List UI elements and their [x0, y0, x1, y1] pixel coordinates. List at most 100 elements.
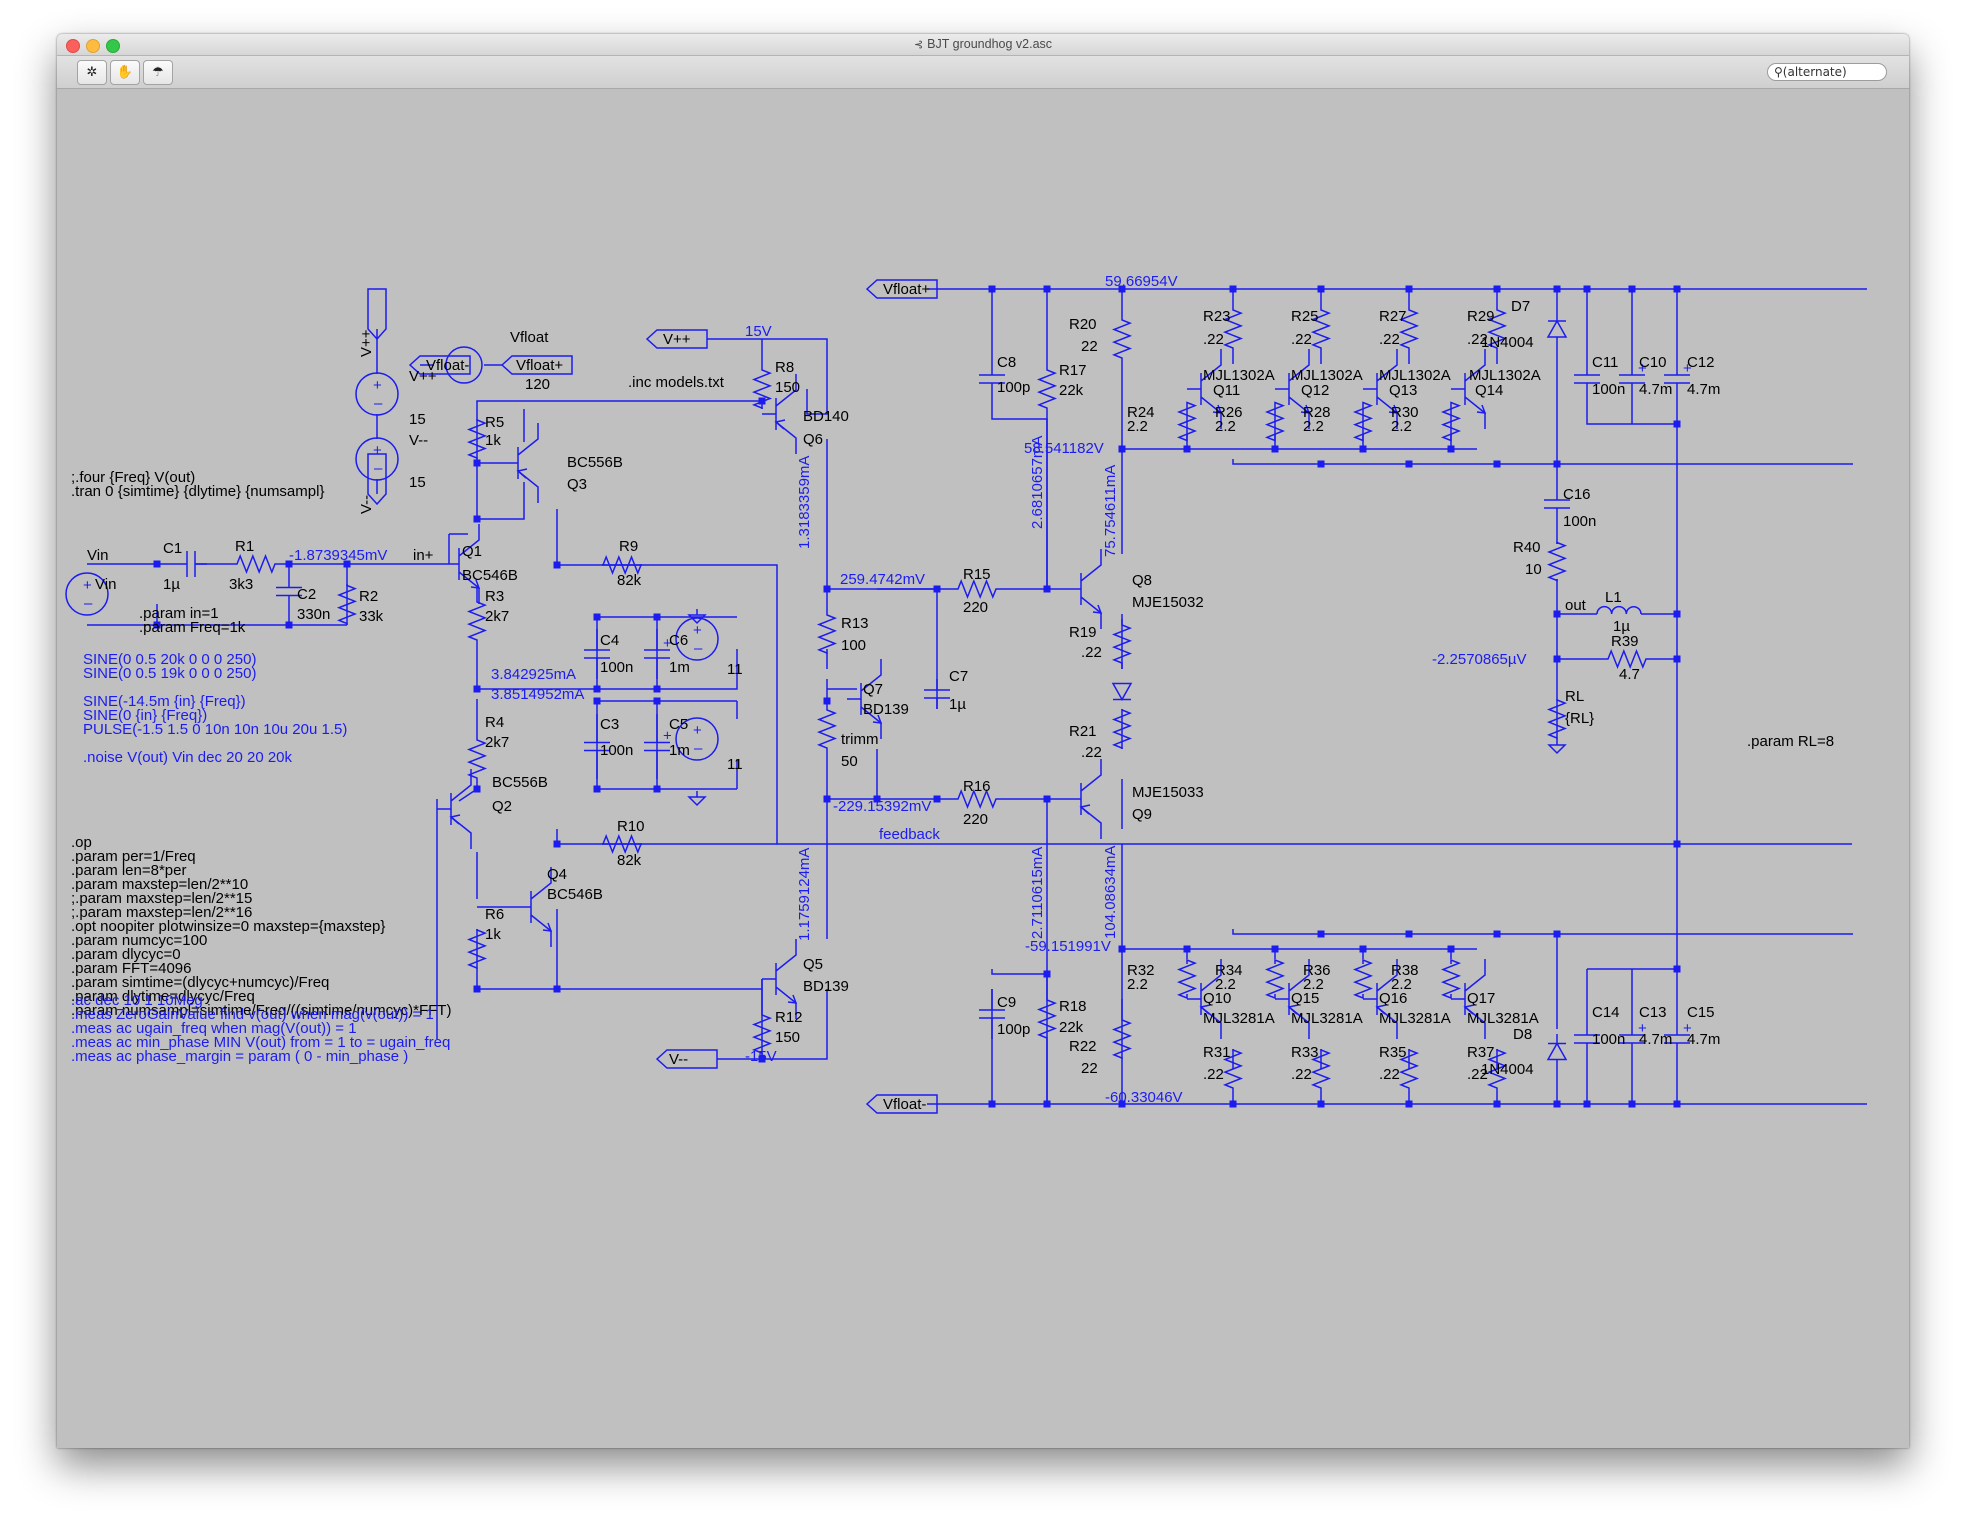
resistor-r20	[1111, 319, 1133, 359]
label-r16-v: 220	[963, 811, 988, 828]
ground-symbol	[1547, 739, 1567, 755]
vpp-vertical-flag	[367, 288, 387, 341]
junction-dot	[933, 585, 941, 593]
label-r22-v: 22	[1081, 1060, 1098, 1077]
label-q4: Q4	[547, 866, 567, 883]
label-r13-v: 100	[841, 637, 866, 654]
label-r13: R13	[841, 615, 869, 632]
resistor-r30	[1440, 401, 1462, 442]
label-c16: C16	[1563, 486, 1591, 503]
label-r25: R25	[1291, 308, 1319, 325]
junction-dot	[1493, 285, 1501, 293]
capacitor-c8	[979, 369, 1005, 389]
junction-dot	[153, 560, 161, 568]
junction-dot	[1673, 420, 1681, 428]
wire	[476, 929, 762, 990]
title-bar: ⊰BJT groundhog v2.asc	[57, 34, 1909, 56]
junction-dot	[1673, 840, 1681, 848]
transistor-q5	[762, 939, 797, 1019]
label-r19-v: .22	[1081, 644, 1102, 661]
label-q5: Q5	[803, 956, 823, 973]
probe-button[interactable]: ☂	[143, 60, 173, 85]
resistor-r2	[336, 584, 358, 625]
label-q13: Q13	[1389, 382, 1417, 399]
label-q14: Q14	[1475, 382, 1503, 399]
label-c3-v: 100n	[600, 742, 633, 759]
diode-d8	[1546, 1034, 1568, 1069]
label-vin-net: Vin	[87, 547, 108, 564]
run-button[interactable]: ✲	[77, 60, 107, 85]
label-i-r18: 2.7110615mA	[1029, 847, 1046, 939]
junction-dot	[1043, 285, 1051, 293]
label-q11-m: MJL1302A	[1203, 367, 1275, 384]
resistor-r34	[1264, 958, 1286, 1000]
run-icon: ✲	[86, 65, 98, 80]
source-11v-b	[675, 717, 719, 761]
junction-dot	[1553, 655, 1561, 663]
junction-dot	[823, 585, 831, 593]
label-d8: D8	[1513, 1026, 1532, 1043]
junction-dot	[1183, 445, 1191, 453]
label-r27-v: .22	[1379, 331, 1400, 348]
label-r8: R8	[775, 359, 794, 376]
capacitor-polarity-mark: +	[1683, 1020, 1692, 1037]
label-l1-v: 1µ	[1613, 618, 1630, 635]
resistor-r8	[751, 369, 773, 409]
resistor-r15	[957, 578, 997, 600]
label-r37: R37	[1467, 1044, 1495, 1061]
label-r17-v: 22k	[1059, 382, 1084, 399]
junction-dot	[1118, 445, 1126, 453]
label-c7-v: 1µ	[949, 696, 966, 713]
transistor-pnp-arrow	[774, 419, 786, 430]
junction-dot	[153, 621, 161, 629]
param-freq-directive: .param Freq=1k	[139, 619, 246, 636]
window-title-text: BJT groundhog v2.asc	[927, 37, 1053, 51]
label-c9: C9	[997, 994, 1016, 1011]
op-directive-line: .param maxstep=len/2**10	[71, 876, 248, 893]
label-r10: R10	[617, 818, 645, 835]
label-c14: C14	[1592, 1004, 1620, 1021]
label-c2: C2	[297, 586, 316, 603]
label-c7: C7	[949, 668, 968, 685]
label-d7: D7	[1511, 298, 1530, 315]
resistor-r17	[1036, 369, 1058, 409]
label-q16: Q16	[1379, 990, 1407, 1007]
junction-dot	[1118, 1100, 1126, 1108]
junction-dot	[1447, 445, 1455, 453]
close-window-button[interactable]	[66, 39, 80, 53]
label-q7-m: BD139	[863, 701, 909, 718]
label-q2: Q2	[492, 798, 512, 815]
label-r39-v: 4.7	[1619, 666, 1640, 683]
zoom-window-button[interactable]	[106, 39, 120, 53]
spice-four-directive: ;.four {Freq} V(out)	[71, 469, 195, 486]
junction-dot	[553, 840, 561, 848]
label-r2-v: 33k	[359, 608, 384, 625]
op-directive-line: .param len=8*per	[71, 862, 187, 879]
halt-button[interactable]: ✋	[110, 60, 140, 85]
wires	[87, 288, 1867, 1105]
transistor-q8	[1067, 549, 1102, 629]
label-r9-v: 82k	[617, 572, 642, 589]
label-vmm: V--	[409, 432, 428, 449]
junction-dot	[553, 561, 561, 569]
junction-dot	[1043, 1100, 1051, 1108]
resistor-r29	[1486, 309, 1508, 349]
wire	[1232, 929, 1853, 935]
meas-directive-line: .meas ac ugain_freq when mag(V(out)) = 1	[71, 1020, 357, 1037]
wire	[707, 338, 828, 415]
junction-dot	[1628, 285, 1636, 293]
resistor-r27	[1398, 309, 1420, 349]
junction-dot	[988, 285, 996, 293]
schematic-svg[interactable]: +–++–++–+–+–++++ Vfloat120Vfloat-Vfloat+…	[57, 89, 1909, 1448]
document-icon: ⊰	[913, 38, 924, 51]
label-q15-m: MJL3281A	[1291, 1010, 1363, 1027]
label-q7: Q7	[863, 681, 883, 698]
minimize-window-button[interactable]	[86, 39, 100, 53]
label-vfp-flag2: Vfloat+	[883, 281, 930, 298]
source-directive-line: PULSE(-1.5 1.5 0 10n 10n 10u 20u 1.5)	[83, 721, 347, 738]
wire	[1232, 459, 1853, 465]
label-q14-m: MJL1302A	[1469, 367, 1541, 384]
label-r37-v: .22	[1467, 1066, 1488, 1083]
search-field[interactable]: ⚲(alternate)	[1767, 63, 1887, 81]
